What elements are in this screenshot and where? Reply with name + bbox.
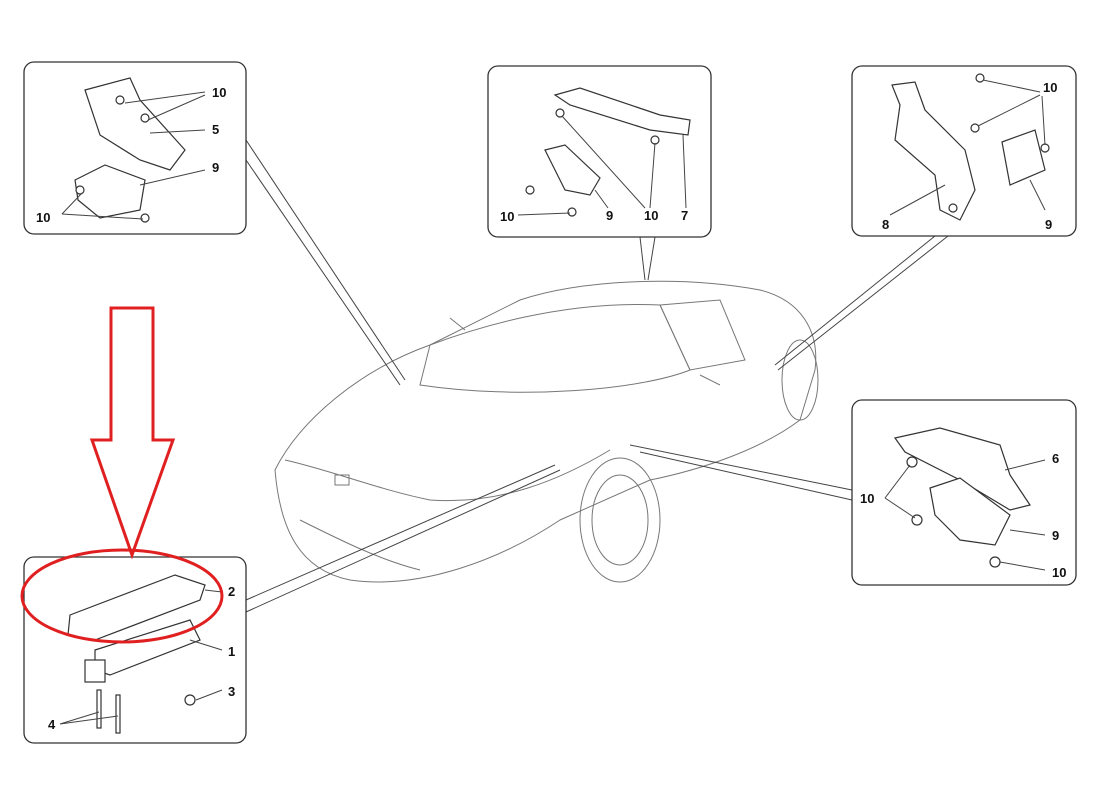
callout-label: 10 [500,209,514,224]
callout-label: 10 [212,85,226,100]
callout-label: 9 [212,160,219,175]
callout-label: 8 [882,217,889,232]
callout-label: 7 [681,208,688,223]
callout-label: 10 [36,210,50,225]
callout-label: 9 [1052,528,1059,543]
car-illustration [274,280,819,583]
leader-lines [245,139,949,613]
sensor-part [67,574,206,734]
callout-label: 9 [1045,217,1052,232]
callout-label: 4 [48,717,56,732]
callout-label: 9 [606,208,613,223]
callout-label: 3 [228,684,235,699]
callout-label: 10 [644,208,658,223]
detail-box-top-middle [487,65,712,238]
callout-label: 5 [212,122,219,137]
callout-label: 10 [1052,565,1066,580]
callout-label: 1 [228,644,235,659]
callout-label: 2 [228,584,235,599]
bracket-part [74,77,186,223]
bracket-part [525,87,691,217]
red-arrow-icon [89,306,176,560]
bracket-part [893,427,1031,568]
callout-label: 10 [860,491,874,506]
callout-label: 10 [1043,80,1057,95]
bracket-part [891,73,1050,221]
callout-label: 6 [1052,451,1059,466]
highlight-ellipse [20,548,224,644]
